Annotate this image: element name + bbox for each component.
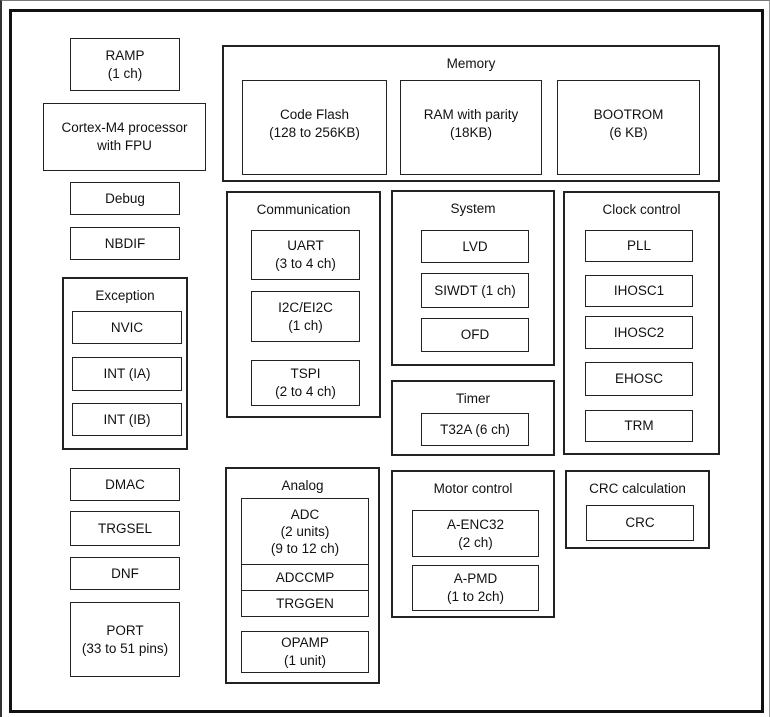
group-memory: Memory Code Flash (128 to 256KB) RAM wit… <box>222 45 720 182</box>
group-communication: Communication UART (3 to 4 ch) I2C/EI2C … <box>226 191 381 418</box>
block-t32a: T32A (6 ch) <box>421 413 529 446</box>
block-adc-stack: ADC (2 units) (9 to 12 ch) ADCCMP TRGGEN <box>241 498 369 617</box>
block-trgsel: TRGSEL <box>70 511 180 546</box>
block-ehosc: EHOSC <box>585 362 693 396</box>
diagram-outer-frame <box>9 9 764 713</box>
block-code-flash: Code Flash (128 to 256KB) <box>242 80 387 175</box>
group-motor-control-title: Motor control <box>433 481 513 496</box>
block-i2c-ei2c: I2C/EI2C (1 ch) <box>251 291 360 342</box>
block-nvic: NVIC <box>72 311 182 344</box>
block-ihosc2: IHOSC2 <box>585 316 693 349</box>
group-exception: Exception NVIC INT (IA) INT (IB) <box>62 277 188 450</box>
group-clock-control: Clock control PLL IHOSC1 IHOSC2 EHOSC TR… <box>563 191 720 455</box>
block-uart: UART (3 to 4 ch) <box>251 230 360 280</box>
block-dmac: DMAC <box>70 468 180 501</box>
block-ramp: RAMP (1 ch) <box>70 38 180 91</box>
block-adc: ADC (2 units) (9 to 12 ch) <box>270 507 340 556</box>
block-lvd: LVD <box>421 230 529 263</box>
block-ram-with-parity: RAM with parity (18KB) <box>400 80 542 175</box>
group-communication-title: Communication <box>256 202 351 217</box>
block-bootrom: BOOTROM (6 KB) <box>557 80 700 175</box>
group-crc-calculation-title: CRC calculation <box>589 481 686 496</box>
group-clock-control-title: Clock control <box>602 202 681 217</box>
group-motor-control: Motor control A-ENC32 (2 ch) A-PMD (1 to… <box>391 470 555 618</box>
block-nbdif: NBDIF <box>70 227 180 260</box>
group-analog: Analog ADC (2 units) (9 to 12 ch) ADCCMP… <box>225 467 380 684</box>
group-system: System LVD SIWDT (1 ch) OFD <box>391 190 555 366</box>
block-int-ia: INT (IA) <box>72 357 182 391</box>
block-crc: CRC <box>586 505 694 541</box>
group-memory-title: Memory <box>446 56 496 71</box>
block-adccmp: ADCCMP <box>242 564 368 590</box>
block-a-pmd: A-PMD (1 to 2ch) <box>412 565 539 611</box>
block-int-ib: INT (IB) <box>72 403 182 436</box>
block-tspi: TSPI (2 to 4 ch) <box>251 360 360 406</box>
group-system-title: System <box>450 201 496 216</box>
block-cortex-m4-processor: Cortex-M4 processor with FPU <box>43 103 206 171</box>
block-ofd: OFD <box>421 318 529 352</box>
block-siwdt: SIWDT (1 ch) <box>421 273 529 308</box>
group-analog-title: Analog <box>281 478 324 493</box>
block-trggen: TRGGEN <box>242 590 368 616</box>
block-pll: PLL <box>585 230 693 262</box>
block-trm: TRM <box>585 410 693 442</box>
block-ihosc1: IHOSC1 <box>585 275 693 307</box>
group-crc-calculation: CRC calculation CRC <box>565 470 710 549</box>
block-port: PORT (33 to 51 pins) <box>70 602 180 677</box>
group-exception-title: Exception <box>95 288 155 303</box>
block-debug: Debug <box>70 182 180 215</box>
group-timer-title: Timer <box>456 391 490 406</box>
group-timer: Timer T32A (6 ch) <box>391 380 555 456</box>
block-opamp: OPAMP (1 unit) <box>241 631 369 673</box>
block-a-enc32: A-ENC32 (2 ch) <box>412 510 539 557</box>
block-dnf: DNF <box>70 557 180 590</box>
